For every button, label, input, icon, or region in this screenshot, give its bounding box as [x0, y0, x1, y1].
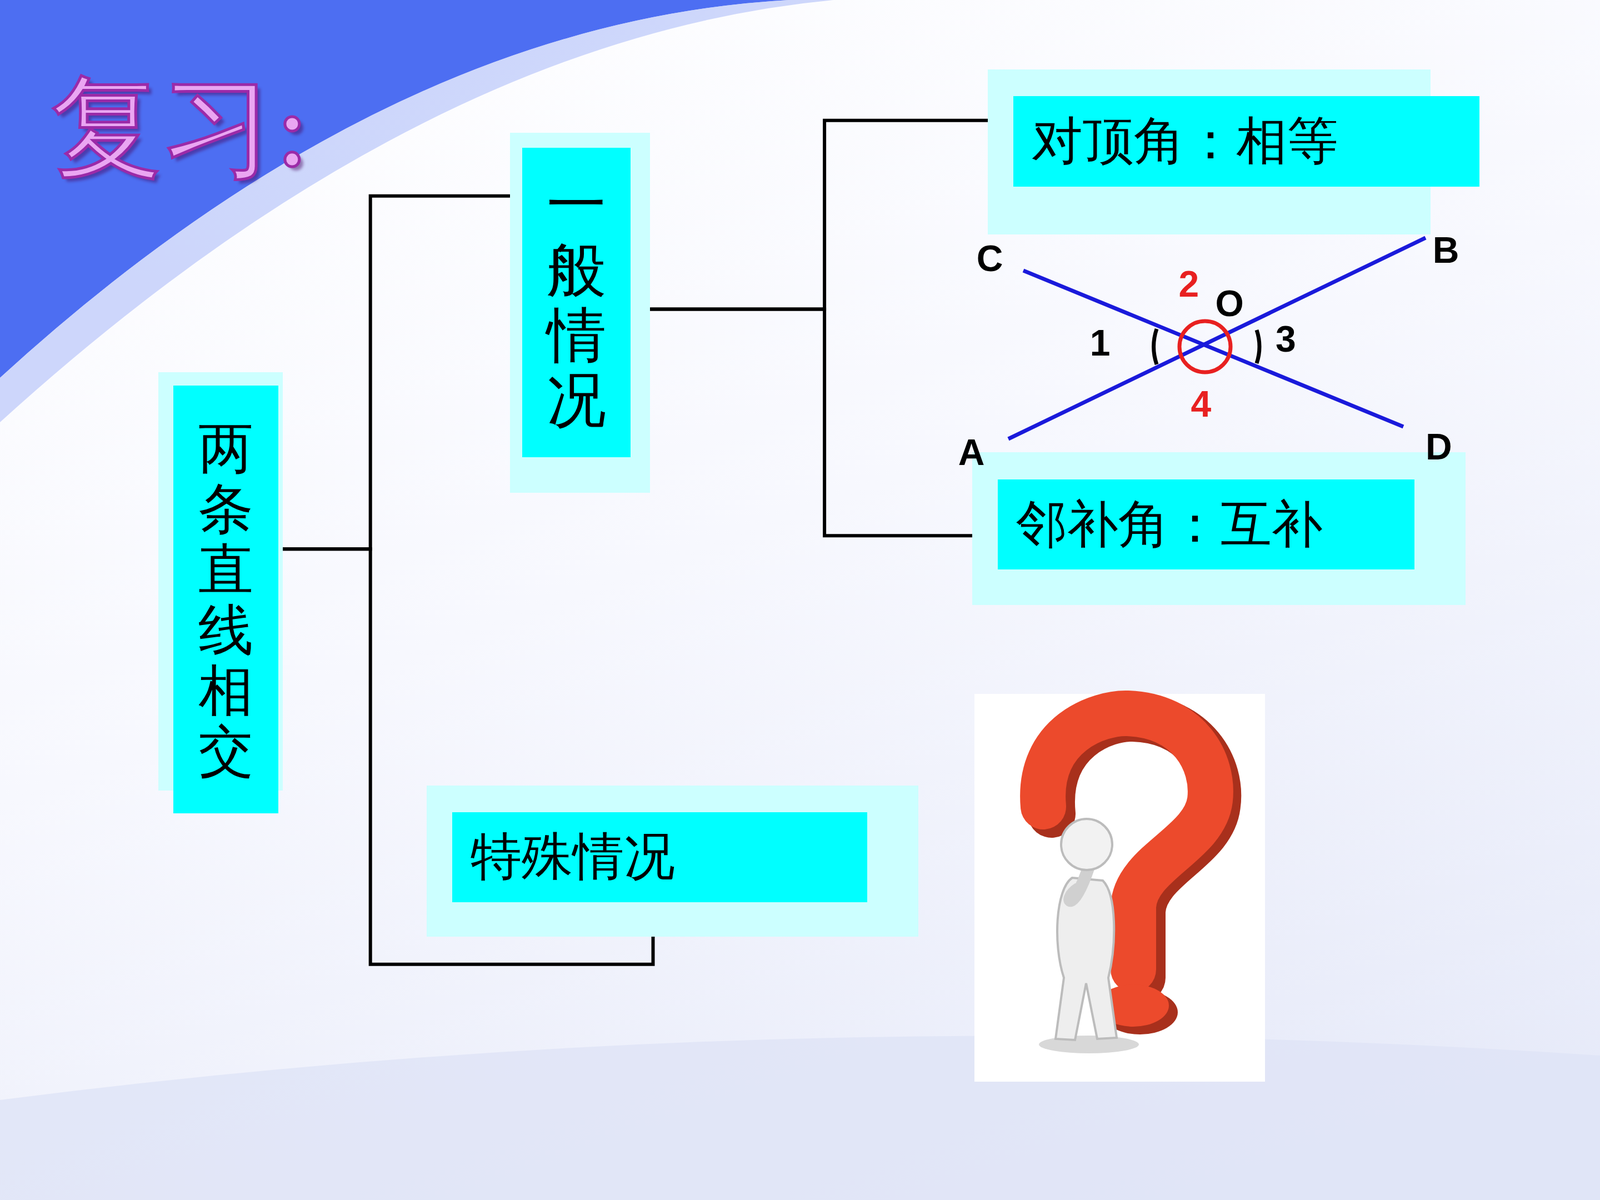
figure-head	[1061, 818, 1113, 870]
concept-panel: 两条直线相交	[158, 372, 283, 791]
figure-arm	[1069, 866, 1089, 901]
point-label: O	[1215, 285, 1244, 322]
label-text: 对顶角：相等	[1031, 107, 1339, 176]
point-label: A	[958, 433, 985, 471]
bottom-wave	[0, 1035, 1600, 1200]
cyan-label-box: 邻补角：互补	[997, 479, 1414, 570]
angle-mark-2-4	[1179, 321, 1231, 373]
slide-title: 复习:	[51, 65, 311, 188]
concept-panel: 对顶角：相等	[987, 69, 1431, 235]
point-label: 3	[1275, 320, 1297, 358]
line-ab	[1008, 237, 1426, 439]
bracket-connector	[650, 120, 988, 310]
concept-panel: 特殊情况	[426, 785, 919, 937]
label-text: 特殊情况	[470, 822, 675, 892]
picture-frame	[974, 693, 1265, 1082]
angle-mark-1	[1153, 328, 1157, 365]
point-label: D	[1425, 428, 1453, 465]
cyan-label-box: 一般情况	[522, 147, 631, 458]
bracket-connector	[650, 309, 973, 537]
concept-panel: 一般情况	[510, 132, 650, 493]
point-label: 4	[1190, 385, 1212, 423]
cyan-label-box: 特殊情况	[452, 812, 868, 903]
point-label: C	[976, 240, 1004, 277]
vertical-label: 一般情况	[546, 172, 607, 433]
concept-panel: 邻补角：互补	[972, 452, 1465, 606]
angle-mark-3	[1256, 330, 1260, 364]
cyan-label-box: 两条直线相交	[173, 385, 279, 814]
label-text: 邻补角：互补	[1016, 490, 1323, 559]
point-label: B	[1432, 231, 1460, 269]
bracket-connector	[282, 196, 511, 550]
light-swoosh	[0, 0, 834, 423]
cyan-label-box: 对顶角：相等	[1013, 96, 1480, 187]
vertical-label: 两条直线相交	[198, 417, 254, 782]
point-label: 1	[1090, 324, 1111, 362]
point-label: 2	[1178, 265, 1199, 303]
figure-shadow	[1038, 1035, 1139, 1054]
